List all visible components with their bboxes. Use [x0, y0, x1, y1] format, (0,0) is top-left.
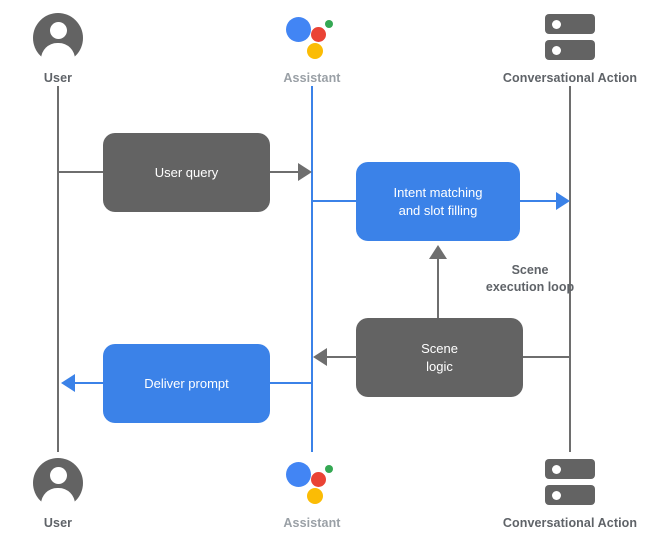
step-user-query: User query: [103, 133, 270, 212]
server-led-bottom-icon: [552, 45, 561, 55]
assistant-dot-blue-icon-bottom: [286, 462, 311, 487]
lifeline-conversational-action: [569, 86, 571, 452]
actor-label-user-top: User: [43, 71, 73, 85]
assistant-dot-red-icon-bottom: [311, 472, 326, 487]
server-icon-bottom: [545, 459, 595, 507]
server-led-top-icon: [552, 19, 561, 29]
step-deliver-prompt-label: Deliver prompt: [144, 375, 229, 391]
user-avatar-head: [49, 22, 67, 39]
server-rack-top-bottom: [545, 459, 595, 479]
step-scene-logic: Scene logic: [356, 318, 523, 397]
actor-conversational-action-bottom: Conversational Action: [470, 455, 659, 530]
step-deliver-prompt: Deliver prompt: [103, 344, 270, 423]
connector-assistant-to-deliver-prompt: [270, 382, 313, 384]
arrowhead-deliver-prompt-to-user: [61, 374, 75, 392]
server-rack-top: [545, 14, 595, 34]
actor-user-bottom: User: [0, 455, 158, 530]
arrowhead-intent-matching-to-conversational-action: [556, 192, 570, 210]
assistant-dot-red-icon: [311, 27, 326, 42]
step-intent-matching-label-line-1: Intent matching: [393, 184, 483, 200]
actor-label-conversational-action-bottom: Conversational Action: [502, 516, 638, 530]
actor-label-assistant-bottom: Assistant: [283, 516, 341, 530]
assistant-dot-green-icon: [325, 20, 333, 28]
server-rack-bottom-bottom: [545, 485, 595, 505]
annotation-scene-execution-loop: Scene execution loop: [455, 262, 605, 296]
user-avatar-icon-wrap: [0, 10, 158, 66]
annotation-scene-execution-loop-line-1: Scene: [511, 263, 549, 277]
server-icon: [545, 14, 595, 62]
step-user-query-label: User query: [154, 164, 219, 180]
user-avatar-body: [41, 43, 75, 65]
assistant-dot-green-icon-bottom: [325, 465, 333, 473]
user-avatar-icon-bottom: [33, 458, 83, 510]
actor-label-assistant-top: Assistant: [283, 71, 341, 85]
step-scene-logic-label-line-2: logic: [426, 358, 453, 374]
connector-scene-logic-to-assistant: [327, 356, 357, 358]
step-intent-matching-label-line-2: and slot filling: [398, 202, 478, 218]
actor-assistant-top: Assistant: [212, 10, 412, 85]
actor-label-user-bottom: User: [43, 516, 73, 530]
arrowhead-user-query-to-assistant: [298, 163, 312, 181]
lifeline-user: [57, 86, 59, 452]
server-led-bottom-icon-bottom: [552, 490, 561, 500]
actor-label-conversational-action-top: Conversational Action: [502, 71, 638, 85]
google-assistant-icon-wrap: [212, 10, 412, 66]
arrowhead-scene-logic-to-intent-matching: [429, 245, 447, 259]
actor-user-top: User: [0, 10, 158, 85]
actor-conversational-action-top: Conversational Action: [470, 10, 659, 85]
assistant-dot-blue-icon: [286, 17, 311, 42]
assistant-dot-yellow-icon-bottom: [307, 488, 323, 504]
server-led-top-icon-bottom: [552, 464, 561, 474]
user-avatar-icon: [33, 13, 83, 65]
assistant-dot-yellow-icon: [307, 43, 323, 59]
google-assistant-icon-wrap-bottom: [212, 455, 412, 511]
lifeline-assistant: [311, 86, 313, 452]
actor-assistant-bottom: Assistant: [212, 455, 412, 530]
google-assistant-icon: [285, 13, 339, 63]
user-avatar-head-bottom: [49, 467, 67, 484]
server-icon-wrap-bottom: [470, 455, 659, 511]
server-icon-wrap-top: [470, 10, 659, 66]
annotation-scene-execution-loop-line-2: execution loop: [485, 280, 575, 294]
user-avatar-body-bottom: [41, 488, 75, 510]
connector-assistant-to-intent-matching: [312, 200, 357, 202]
step-scene-logic-label-line-1: Scene: [421, 340, 458, 356]
step-intent-matching: Intent matching and slot filling: [356, 162, 520, 241]
connector-deliver-prompt-to-user: [75, 382, 104, 384]
connector-scene-logic-to-intent-matching: [437, 258, 439, 319]
connector-scene-logic-to-conversational-action-lifeline: [523, 356, 570, 358]
user-avatar-icon-wrap-bottom: [0, 455, 158, 511]
connector-user-query-to-assistant: [270, 171, 299, 173]
google-assistant-icon-bottom: [285, 458, 339, 508]
server-rack-bottom: [545, 40, 595, 60]
connector-intent-matching-to-conversational-action: [520, 200, 556, 202]
arrowhead-scene-logic-to-assistant: [313, 348, 327, 366]
connector-user-to-user-query: [58, 171, 104, 173]
